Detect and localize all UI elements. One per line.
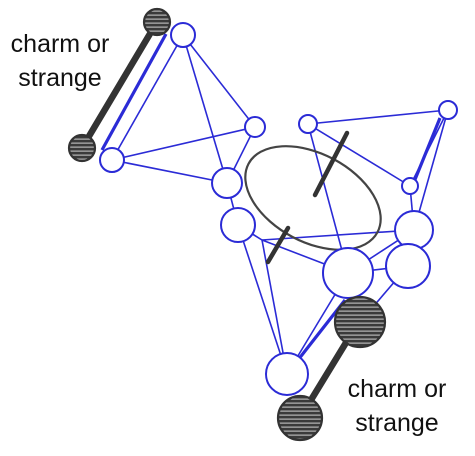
open-circle-icon [265,352,309,396]
open-circle-icon [394,210,434,250]
label-bottom-line1: charm or [347,375,447,403]
open-circle-icon [220,207,256,243]
open-circle-icon [244,116,266,138]
central-ellipse [244,145,382,251]
charm-or-strange-label-bottom: charm or strange [337,372,457,440]
link [413,109,449,231]
label-top-line1: charm or [10,30,110,58]
link [111,126,256,161]
open-circle-icon [170,22,196,48]
link [261,229,415,241]
open-circle-icon [385,243,431,289]
open-circle-icon [322,247,374,299]
charm-or-strange-label-top: charm or strange [0,27,120,95]
ellipse-bar-upper [312,130,350,198]
quark-nodes [67,7,387,442]
open-circle-icon [401,177,419,195]
thick-link [412,117,442,183]
link [111,159,228,184]
link [307,109,449,125]
link [182,34,256,128]
striped-quark-icon [333,295,387,349]
link [237,224,288,375]
link-lines [111,34,449,375]
striped-quark-icon [142,7,172,37]
open-nodes [99,22,458,396]
thick-links [100,33,442,361]
open-circle-icon [211,167,243,199]
link [307,123,411,187]
open-circle-icon [298,114,318,134]
link [111,34,184,161]
open-circle-icon [438,100,458,120]
label-top-line2: strange [18,64,102,92]
open-circle-icon [99,147,125,173]
ellipse-bar-lower [265,225,291,265]
label-bottom-line2: strange [355,409,439,437]
striped-quark-icon [67,133,97,163]
quark-bond-top [78,18,161,152]
striped-quark-icon [276,394,324,442]
link [182,34,228,184]
thick-link [100,33,168,151]
